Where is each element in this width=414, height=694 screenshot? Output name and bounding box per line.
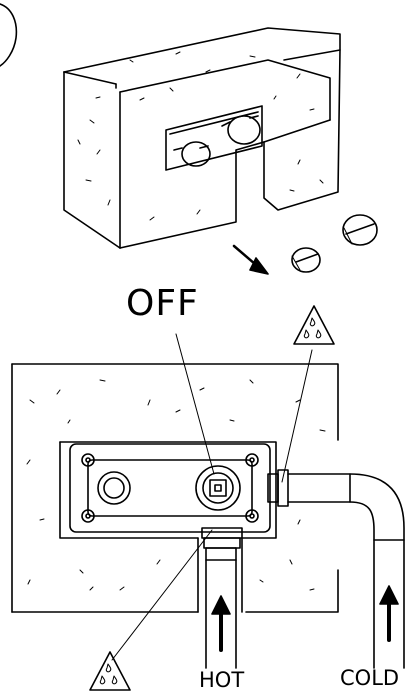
wall-block-top [63, 27, 341, 249]
off-label: OFF [126, 283, 199, 324]
cold-pipe [267, 469, 405, 669]
pipe-cap-icon [342, 214, 378, 246]
arrow-up-icon [211, 595, 231, 652]
cold-label: COLD [340, 666, 400, 690]
wall-panel-bottom [11, 363, 339, 613]
arrow-icon [232, 244, 269, 275]
warning-leader-line [281, 349, 313, 483]
water-warning-icon [89, 651, 131, 691]
water-warning-icon [293, 305, 335, 345]
arrow-up-icon [379, 585, 399, 642]
warning-leader-line [111, 529, 213, 661]
step-circle [0, 3, 18, 67]
hot-label: HOT [199, 668, 245, 692]
hot-pipe [201, 527, 243, 669]
valve-body [69, 443, 271, 533]
pipe-cap-icon [291, 247, 321, 273]
off-leader-line [175, 333, 215, 475]
